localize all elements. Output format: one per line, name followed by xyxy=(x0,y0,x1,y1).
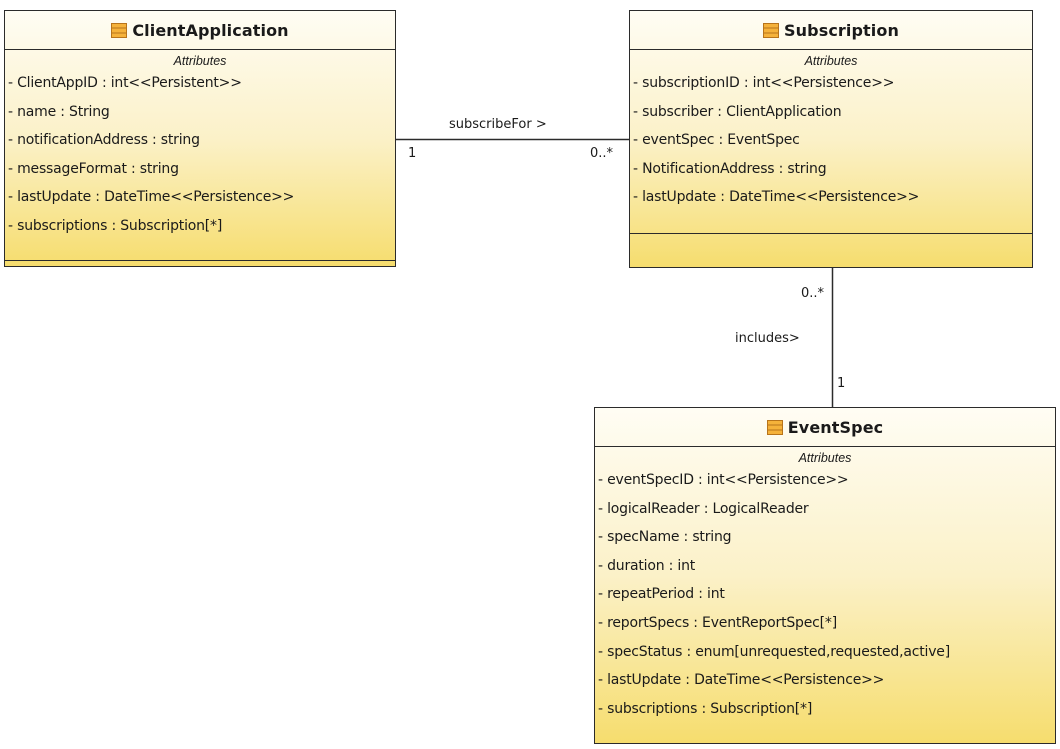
class-header: ClientApplication xyxy=(5,11,395,50)
attribute-row: - notificationAddress : string xyxy=(8,132,200,149)
class-box-clientapplication[interactable]: ClientApplication Attributes - ClientApp… xyxy=(4,10,396,267)
attribute-row: - repeatPeriod : int xyxy=(598,586,725,603)
class-box-subscription[interactable]: Subscription Attributes - subscriptionID… xyxy=(629,10,1033,268)
attribute-row: - subscriptions : Subscription[*] xyxy=(8,217,223,234)
attribute-row: - subscriber : ClientApplication xyxy=(633,103,842,120)
association-name-includes: includes> xyxy=(735,331,800,346)
class-name: EventSpec xyxy=(787,417,884,437)
attribute-row: - subscriptions : Subscription[*] xyxy=(598,700,813,717)
attribute-row: - duration : int xyxy=(598,557,696,574)
attribute-row: - lastUpdate : DateTime<<Persistence>> xyxy=(8,189,295,206)
attribute-row: - reportSpecs : EventReportSpec[*] xyxy=(598,614,837,631)
attribute-row: - ClientAppID : int<<Persistent>> xyxy=(8,75,242,91)
attribute-row: - specStatus : enum[unrequested,requeste… xyxy=(598,643,950,660)
attribute-row: - specName : string xyxy=(598,529,732,546)
attributes-section-title: Attributes xyxy=(804,54,858,68)
class-icon xyxy=(111,22,128,38)
attributes-section-title: Attributes xyxy=(173,54,227,68)
multiplicity-subscription-end: 0..* xyxy=(590,146,614,161)
multiplicity-eventspec-end: 1 xyxy=(837,376,846,391)
attributes-section-title: Attributes xyxy=(798,451,852,465)
multiplicity-clientapplication-end: 1 xyxy=(408,146,417,161)
attribute-row: - eventSpecID : int<<Persistence>> xyxy=(598,472,849,488)
attribute-row: - name : String xyxy=(8,103,110,120)
attribute-row: - logicalReader : LogicalReader xyxy=(598,500,809,517)
operations-divider xyxy=(630,233,1032,234)
class-icon xyxy=(766,419,783,435)
attribute-row: - messageFormat : string xyxy=(8,160,179,177)
class-box-eventspec[interactable]: EventSpec Attributes - eventSpecID : int… xyxy=(594,407,1056,744)
operations-divider xyxy=(5,260,395,261)
multiplicity-subscription-end: 0..* xyxy=(801,286,825,301)
class-name: ClientApplication xyxy=(132,20,289,40)
attribute-row: - lastUpdate : DateTime<<Persistence>> xyxy=(598,672,885,689)
attribute-row: - lastUpdate : DateTime<<Persistence>> xyxy=(633,189,920,206)
class-header: EventSpec xyxy=(595,408,1055,447)
class-icon xyxy=(763,22,780,38)
association-name-subscribefor: subscribeFor > xyxy=(449,117,547,132)
attribute-row: - eventSpec : EventSpec xyxy=(633,132,800,149)
class-name: Subscription xyxy=(784,20,899,40)
class-header: Subscription xyxy=(630,11,1032,50)
attribute-row: - subscriptionID : int<<Persistence>> xyxy=(633,75,895,91)
attribute-row: - NotificationAddress : string xyxy=(633,160,827,177)
